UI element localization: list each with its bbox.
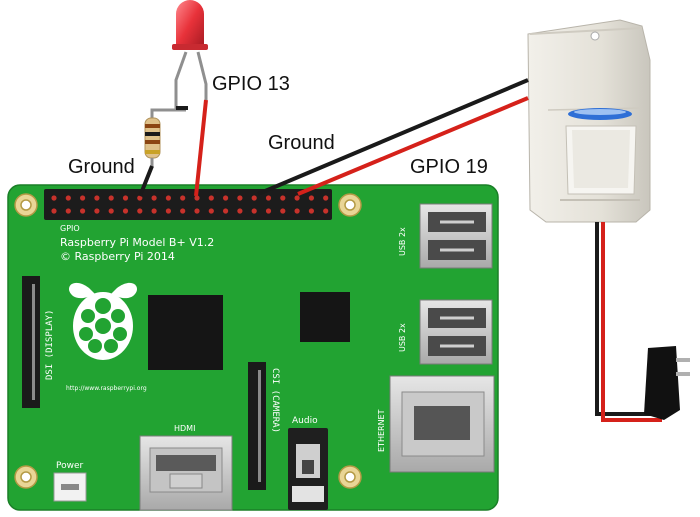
ground-wire-left [138, 165, 154, 197]
gpio-pin [165, 208, 171, 214]
gpio-pin [323, 195, 329, 201]
gpio-pin [237, 195, 243, 201]
usb-bottom-label: USB 2x [398, 323, 407, 352]
gpio-pin [94, 208, 100, 214]
hdmi-label: HDMI [174, 424, 195, 433]
power-port [53, 472, 87, 502]
gpio-pin [108, 195, 114, 201]
audio-jack [288, 428, 328, 510]
ethernet-label: ETHERNET [377, 409, 386, 452]
gpio-pin [194, 195, 200, 201]
usb-port-bottom [419, 299, 493, 365]
led [172, 0, 208, 110]
power-adapter [644, 346, 690, 420]
led-cathode-wire [176, 106, 188, 110]
gpio-pin [251, 195, 257, 201]
gpio-pin [94, 195, 100, 201]
gpio13-wire [194, 99, 208, 197]
gpio-pin [265, 208, 272, 214]
gpio-pin [265, 195, 272, 201]
gpio-pin [280, 208, 286, 214]
gpio-pin [137, 208, 143, 214]
sensor-power-black-wire [595, 222, 662, 416]
audio-label: Audio [292, 416, 318, 426]
gpio-pin [80, 208, 86, 214]
gpio-pin [208, 195, 214, 201]
gpio-pin [65, 195, 71, 201]
gpio-pin [280, 195, 286, 201]
gpio-pin [180, 195, 186, 201]
gpio-pin [323, 208, 329, 214]
ground-label-left: Ground [68, 156, 135, 178]
board-copyright-label: © Raspberry Pi 2014 [60, 250, 175, 263]
gpio-pin [237, 208, 243, 214]
gpio-pin [165, 195, 171, 201]
gpio-pin [122, 208, 129, 214]
ethernet-port [389, 375, 495, 473]
gpio-pin [137, 195, 143, 201]
gpio-pin [223, 208, 229, 214]
gpio-pin [151, 195, 157, 201]
gpio-pin [151, 208, 157, 214]
gpio-pin [251, 208, 257, 214]
power-label: Power [56, 461, 84, 471]
dsi-label: DSI (DISPLAY) [45, 310, 55, 380]
gpio-pin [208, 208, 214, 214]
csi-connector [248, 362, 266, 490]
gpio13-label: GPIO 13 [212, 73, 290, 95]
board-model-label: Raspberry Pi Model B+ V1.2 [60, 236, 214, 249]
csi-label: CSI (CAMERA) [270, 368, 280, 433]
pir-motion-sensor [527, 19, 651, 223]
gpio-pin [294, 195, 300, 201]
soc-chip [148, 295, 223, 370]
gpio-pin [308, 208, 314, 214]
gpio-pin [80, 195, 86, 201]
gpio-pin [194, 208, 200, 214]
gpio-pin [223, 195, 229, 201]
ground-label-right: Ground [268, 132, 335, 154]
gpio-pin [51, 208, 57, 214]
gpio-header-label: GPIO [60, 224, 80, 233]
gpio-pin [294, 208, 300, 214]
gpio-pin [180, 208, 186, 214]
usb-top-label: USB 2x [398, 227, 407, 256]
resistor [144, 108, 186, 168]
gpio19-label: GPIO 19 [410, 156, 488, 178]
sensor-power-red-wire [601, 222, 662, 422]
usb-port-top [419, 203, 493, 269]
dsi-connector [22, 276, 40, 408]
lan-chip [300, 292, 350, 342]
mounting-holes [14, 193, 362, 489]
raspberry-pi-logo [68, 282, 138, 360]
gpio-pin [51, 195, 57, 201]
raspberry-pi-board: GPIO Raspberry Pi Model B+ V1.2 © Raspbe… [7, 184, 499, 511]
gpio-pin [122, 195, 129, 201]
hdmi-port [139, 435, 233, 511]
ground-wire-right [257, 78, 529, 196]
gpio-header [44, 189, 332, 220]
gpio19-wire [297, 96, 529, 196]
gpio-pin [308, 195, 314, 201]
website-label: http://www.raspberrypi.org [66, 385, 147, 392]
gpio-pin [108, 208, 114, 214]
gpio-pin [65, 208, 71, 214]
